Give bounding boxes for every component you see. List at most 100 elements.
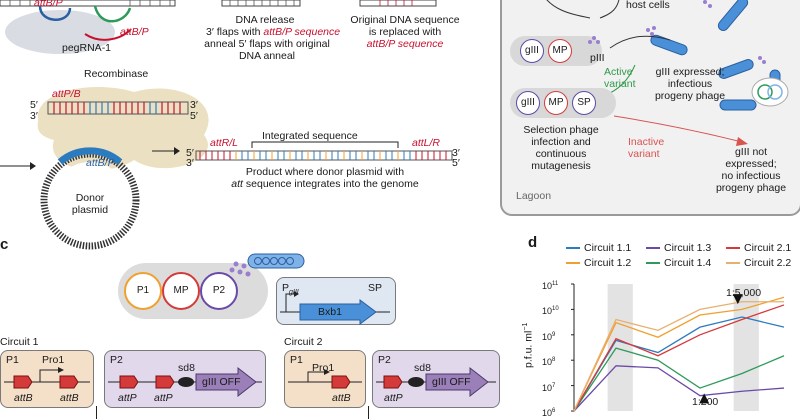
- three-prime-b: 3′: [190, 99, 198, 111]
- active-line1: Active: [604, 66, 633, 78]
- y-tick-label: 109: [542, 331, 556, 342]
- legend-label: Circuit 2.1: [744, 242, 792, 254]
- selection-line3: continuous: [535, 148, 587, 160]
- donor-label-line2: plasmid: [71, 204, 109, 216]
- legend-swatch: [646, 247, 660, 250]
- legend-label: Circuit 1.1: [584, 242, 632, 254]
- c2-p1-label: P1: [290, 354, 303, 366]
- c1-connector: [96, 406, 97, 419]
- active-line2: variant: [604, 78, 636, 90]
- legend-swatch: [566, 262, 580, 265]
- annot-marker-top: [732, 294, 743, 305]
- c2-p1-construct: [288, 369, 362, 389]
- expressed-line1: gIII expressed;: [655, 66, 725, 78]
- c1-p1-label: P1: [6, 354, 19, 366]
- legend-swatch: [726, 247, 740, 250]
- y-tick-label: 108: [542, 357, 556, 368]
- series-line: [573, 316, 785, 412]
- integrated-label: Integrated sequence: [262, 130, 358, 142]
- step3-line3: attB/P sequence: [366, 38, 444, 50]
- series-line: [573, 347, 785, 412]
- notexp-line4: progeny phage: [715, 182, 787, 194]
- attPB-label: attP/B: [52, 88, 81, 100]
- notexp-line3: no infectious: [721, 170, 781, 182]
- sp-circle-bottom: SP: [572, 91, 596, 115]
- expressed-line3: progeny phage: [654, 90, 726, 102]
- piii-bulb: [588, 36, 600, 44]
- c1-attP-b: attP: [154, 392, 173, 404]
- series-line: [573, 304, 785, 412]
- circuit1-title: Circuit 1: [0, 336, 39, 348]
- five-prime-d: 5′: [452, 157, 460, 169]
- c2-sd8: sd8: [414, 362, 431, 374]
- legend-label: Circuit 2.2: [744, 257, 792, 269]
- y-tick-label: 107: [542, 382, 556, 393]
- selection-line1: Selection phage: [523, 124, 599, 136]
- integrated-bracket: [251, 141, 399, 148]
- circuit2-title: Circuit 2: [284, 336, 323, 348]
- sp-label: SP: [368, 282, 383, 294]
- panel-d-letter: d: [528, 234, 538, 251]
- selection-line4: mutagenesis: [531, 160, 591, 172]
- replaced-strand: [359, 0, 437, 7]
- attRL-label: attR/L: [210, 137, 239, 149]
- five-prime-b: 5′: [190, 110, 198, 122]
- legend-label: Circuit 1.3: [664, 242, 712, 254]
- step3-line1: Original DNA sequence: [350, 14, 460, 26]
- y-tick-label: 106: [542, 408, 556, 418]
- c2-p1-box: [284, 350, 366, 408]
- series-line: [573, 301, 784, 412]
- giii-circle-bottom: gIII: [516, 91, 540, 115]
- giii-circle-top: gIII: [520, 39, 544, 63]
- legend-entry: Circuit 1.1: [566, 242, 631, 254]
- arrow-right: [152, 147, 180, 155]
- legend-entry: Circuit 2.1: [726, 242, 791, 254]
- inactive-line1: Inactive: [628, 136, 665, 148]
- host-cells-label: host cells: [626, 0, 670, 11]
- three-prime-a: 3′: [30, 110, 38, 122]
- c2-giii-off: gIII OFF: [432, 376, 471, 388]
- attLR-label: attL/R: [412, 137, 441, 149]
- phage-cartoons: [546, 0, 789, 111]
- pegrna-att-label: attB/P: [120, 26, 149, 38]
- dna-release-strand: [221, 0, 301, 7]
- series-line: [573, 365, 785, 412]
- mp-circle-bottom: MP: [544, 91, 568, 115]
- p1-circle: P1: [124, 272, 162, 310]
- selection-line2: infection and: [531, 136, 591, 148]
- c1-pro1: Pro1: [42, 354, 65, 366]
- c1-giii-off: gIII OFF: [202, 376, 241, 388]
- legend-swatch: [726, 262, 740, 265]
- pegrna-cartoon: [0, 0, 176, 54]
- panel-c-letter: c: [0, 236, 9, 253]
- legend-entry: Circuit 2.2: [726, 257, 791, 269]
- y-axis-label: p.f.u. ml−1: [522, 322, 535, 368]
- inactive-arrow: [613, 115, 748, 146]
- c1-attB-b: attB: [60, 392, 79, 404]
- phage-c: [229, 253, 305, 277]
- piii-label: pIII: [590, 52, 605, 64]
- legend-swatch: [646, 262, 660, 265]
- c1-p2-construct: [108, 366, 262, 398]
- bxb1-label: Bxb1: [318, 306, 342, 318]
- notexp-line2: expressed;: [725, 158, 777, 170]
- donor-plasmid: [40, 147, 140, 250]
- three-prime-d: 3′: [452, 147, 460, 159]
- step2-line4: DNA anneal: [238, 50, 296, 62]
- legend-swatch: [566, 247, 580, 250]
- integrated-strand: [195, 150, 453, 161]
- legend-label: Circuit 1.2: [584, 257, 632, 269]
- pegrna-label: pegRNA-1: [62, 42, 112, 54]
- c2-attP: attP: [384, 392, 403, 404]
- step2-line2: 3′ flaps with attB/P sequence: [206, 26, 341, 38]
- five-prime-c: 5′: [186, 147, 194, 159]
- c2-attB: attB: [332, 392, 351, 404]
- arrow-left: [0, 162, 36, 170]
- bxb1-arrow: [280, 291, 390, 325]
- c2-pro1: Pro1: [312, 362, 335, 374]
- step2-line1: DNA release: [235, 14, 295, 26]
- y-tick-label: 1011: [542, 281, 559, 291]
- att-top-label: attB/P: [34, 0, 63, 9]
- legend-label: Circuit 1.4: [664, 257, 712, 269]
- recombinase-label: Recombinase: [84, 68, 149, 80]
